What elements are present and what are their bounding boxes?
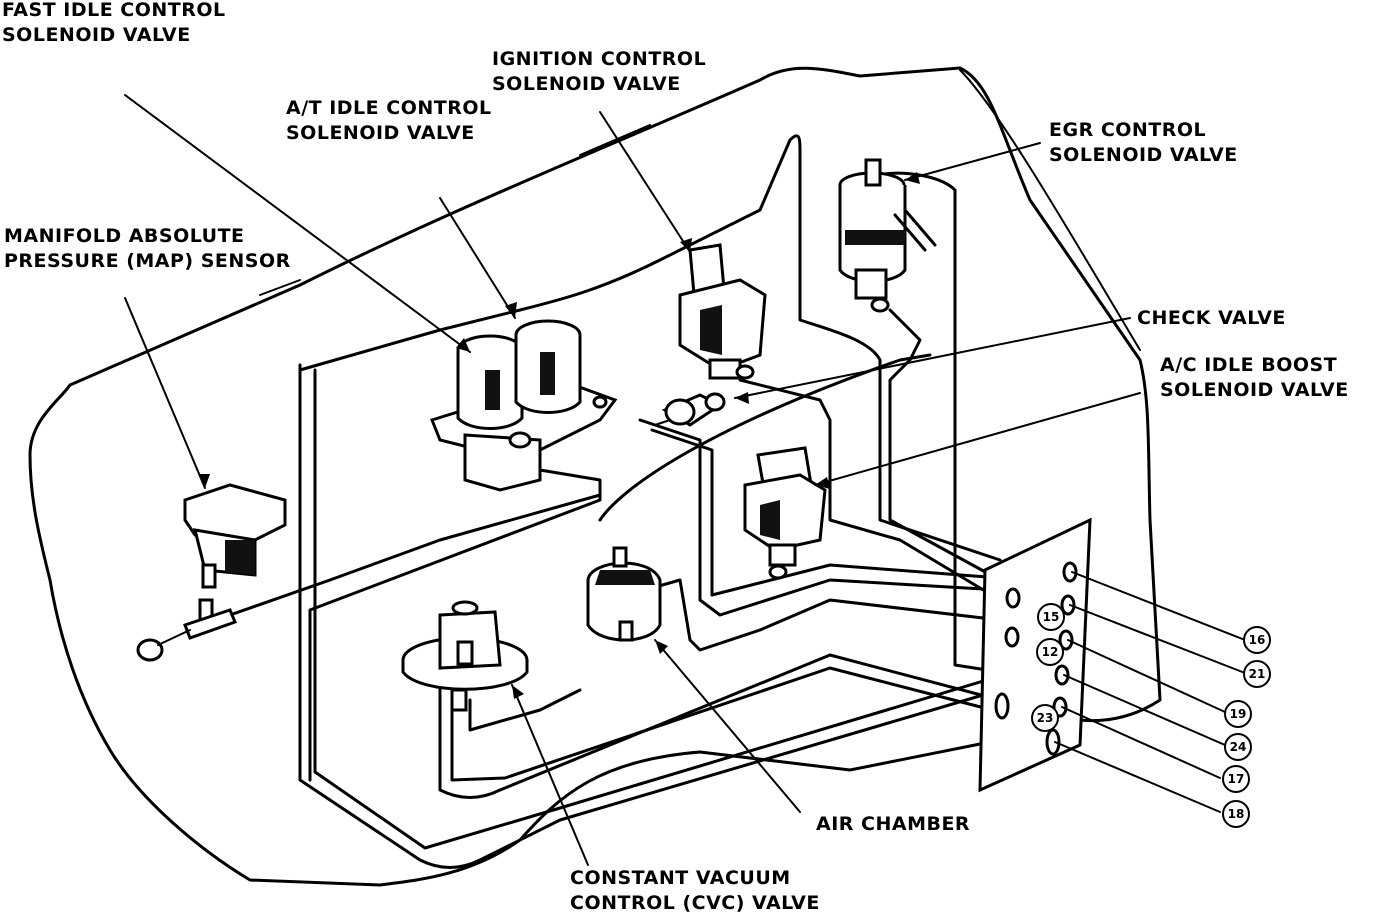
hose-ac-left [638,418,1002,617]
label-check-valve: CHECK VALVE [1137,307,1286,329]
port-number-12: 12 [1036,638,1064,666]
port-number-21: 21 [1243,660,1271,688]
label-at-idle-control-valve: A/T IDLE CONTROL SOLENOID VALVE [286,97,492,144]
hose-egr-right-2 [888,308,1002,582]
ignition-control-valve [678,243,767,380]
port-number-15: 15 [1037,603,1065,631]
hose-fast-idle [308,468,602,782]
label-fast-idle-control-valve: FAST IDLE CONTROL SOLENOID VALVE [2,0,226,46]
label-map-sensor: MANIFOLD ABSOLUTE PRESSURE (MAP) SENSOR [4,225,291,272]
label-egr-control-valve: EGR CONTROL SOLENOID VALVE [1049,119,1238,166]
label-cvc-valve: CONSTANT VACUUM CONTROL (CVC) VALVE [570,867,820,914]
hose-aircham [608,578,1002,652]
hose-loop-mid [438,648,1002,799]
engine-inner-edge-2 [579,124,651,156]
connector-panel [978,517,1092,793]
egr-control-valve [838,158,937,313]
check-valve [654,392,726,427]
port-number-19: 19 [1224,700,1252,728]
at-fast-idle-valve [430,319,618,492]
port-number-18: 18 [1222,800,1250,828]
map-sensor [136,483,287,662]
engine-inner-edge [959,69,1141,351]
label-ac-idle-boost-valve: A/C IDLE BOOST SOLENOID VALVE [1160,354,1349,401]
leader-lines [124,94,1141,866]
hose-ac-left-2 [650,428,1002,597]
hose-cvc-up [468,688,582,732]
hose-loop-outer [298,363,1002,869]
ac-idle-boost-valve [743,446,827,580]
hose-loop-outer-2 [313,368,1002,850]
port-number-17: 17 [1222,765,1250,793]
hose-check-to-aircham [598,353,932,522]
leader-arrowheads [198,172,920,699]
air-chamber [586,546,662,642]
hose-loop-mid-2 [450,653,1002,782]
label-air-chamber: AIR CHAMBER [816,813,971,835]
port-number-24: 24 [1224,733,1252,761]
hose-to-map [298,134,1002,562]
port-number-16: 16 [1243,626,1271,654]
engine-inner-edge-3 [259,279,301,296]
port-number-23: 23 [1031,704,1059,732]
port-leaders [1054,571,1246,813]
cvc-valve [401,600,529,712]
label-ignition-control-valve: IGNITION CONTROL SOLENOID VALVE [492,48,707,95]
